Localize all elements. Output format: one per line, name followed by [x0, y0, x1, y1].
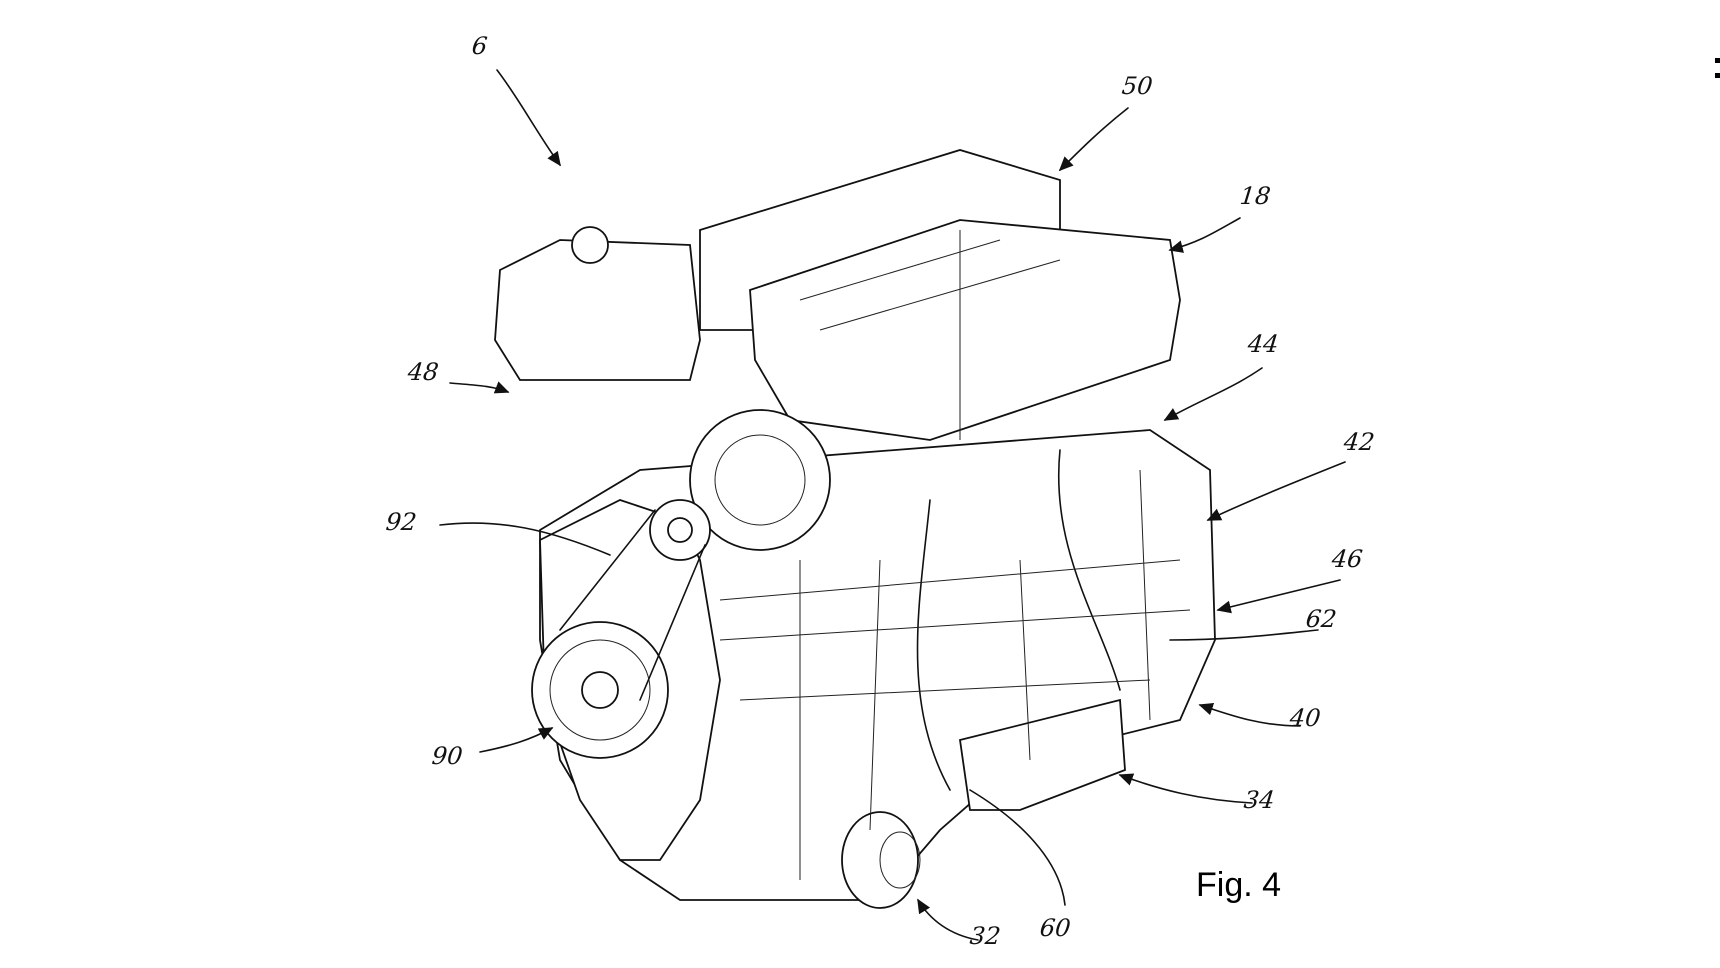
ref-60: 60 — [1038, 914, 1073, 942]
ref-40: 40 — [1288, 704, 1323, 732]
ref-34: 34 — [1242, 786, 1277, 814]
ref-42: 42 — [1342, 428, 1377, 456]
ref-62: 62 — [1304, 605, 1339, 633]
figure-caption: Fig. 4 — [1196, 866, 1282, 904]
ref-32: 32 — [968, 922, 1003, 950]
ref-50: 50 — [1120, 72, 1155, 100]
margin-marks — [1715, 58, 1720, 78]
ref-46: 46 — [1330, 545, 1365, 573]
ref-48: 48 — [406, 358, 441, 386]
ref-18: 18 — [1238, 182, 1273, 210]
ref-92: 92 — [384, 508, 419, 536]
ref-44: 44 — [1246, 330, 1281, 358]
leader-lines — [439, 69, 1346, 941]
ref-90: 90 — [430, 742, 465, 770]
ref-6: 6 — [470, 32, 489, 60]
engine-body — [494, 149, 1216, 909]
